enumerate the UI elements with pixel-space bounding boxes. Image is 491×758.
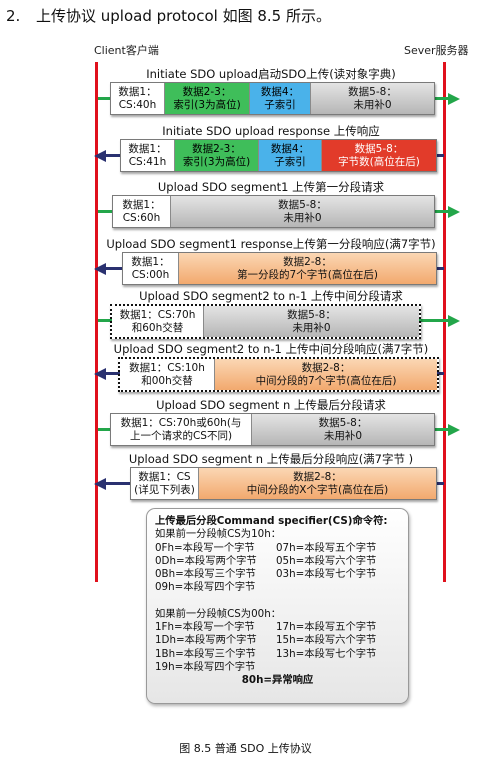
client-label: Client客户端 [94,44,159,57]
frame-field: 数据4： 子索引 [259,140,322,171]
message-title: Upload SDO segment n 上传最后分段请求 [156,398,386,412]
note-entry: 09h=本段写四个字节 [155,581,256,594]
note-entry: 1Dh=本段写两个字节 [155,634,257,647]
note-row: 19h=本段写四个字节 [155,661,400,674]
note-entry: 1Bh=本段写三个字节 [155,647,256,660]
arrowhead-left-icon [94,477,106,490]
arrowhead-right-icon [448,423,460,436]
frame-box: 数据1：CS (详见下列表)数据2-8： 中间分段的X个字节(高位在后) [130,467,437,500]
section-heading: 2. 上传协议 upload protocol 如图 8.5 所示。 [6,5,331,26]
arrowhead-left-icon [94,262,106,275]
note-entry: 13h=本段写七个字节 [276,647,377,660]
frame-field: 数据2-8： 中间分段的7个字节(高位在后) [215,359,437,390]
note-entry: 0Fh=本段写一个字节 [155,541,255,554]
frame-field: 数据1： CS:41h [121,140,175,171]
message-title: Initiate SDO upload启动SDO上传(读对象字典) [146,67,396,81]
frame-field: 数据1：CS:10h 和00h交替 [120,359,215,390]
server-label: Sever服务器 [404,44,469,57]
note-row: 0Bh=本段写三个字节 03h=本段写七个字节 [155,568,400,581]
note-row: 1Fh=本段写一个字节 17h=本段写五个字节 [155,621,400,634]
note-entry: 07h=本段写五个字节 [276,541,377,554]
frame-field: 数据2-3： 索引(3为高位) [175,140,259,171]
note-entry: 0Dh=本段写两个字节 [155,554,257,567]
note-row: 09h=本段写四个字节 [155,581,400,594]
frame-field: 数据5-8： 未用补0 [204,306,419,337]
frame-field: 数据1： CS:40h [111,83,165,114]
message-title: Initiate SDO upload response 上传响应 [162,124,380,138]
note-row: 0Fh=本段写一个字节 07h=本段写五个字节 [155,542,400,555]
note-entry: 17h=本段写五个字节 [276,621,377,634]
message-title: Upload SDO segment1 response上传第一分段响应(满7字… [106,237,436,251]
server-lifeline [443,62,446,582]
note-group1-header: 如果前一分段帧CS为10h： [155,528,282,541]
note-entry: 05h=本段写六个字节 [276,554,377,567]
frame-field: 数据5-8： 未用补0 [311,83,434,114]
message-title: Upload SDO segment n 上传最后分段响应(满7字节 ) [128,452,414,466]
arrowhead-right-icon [448,314,460,327]
note-group2-header: 如果前一分段帧CS为00h： [155,607,282,620]
section-number: 2. [6,7,21,25]
frame-field: 数据4： 子索引 [250,83,311,114]
frame-field: 数据5-8： 字节数(高位在后) [322,140,436,171]
frame-box: 数据1：CS:70h 和60h交替数据5-8： 未用补0 [110,304,421,339]
arrowhead-right-icon [448,92,460,105]
note-entry: 15h=本段写六个字节 [276,634,377,647]
note-group1: 0Fh=本段写一个字节 07h=本段写五个字节 0Dh=本段写两个字节 05h=本段写… [155,542,400,595]
client-lifeline [95,62,98,582]
note-row: 0Dh=本段写两个字节 05h=本段写六个字节 [155,555,400,568]
arrowhead-left-icon [94,149,106,162]
section-text: 上传协议 upload protocol 如图 8.5 所示。 [36,7,331,25]
frame-field: 数据2-3： 索引(3为高位) [165,83,250,114]
message-title: Upload SDO segment2 to n-1 上传中间分段响应(满7字节… [113,342,429,356]
note-entry: 19h=本段写四个字节 [155,660,256,673]
frame-field: 数据2-8： 第一分段的7个字节(高位在后) [179,253,436,284]
note-row: 1Dh=本段写两个字节 15h=本段写六个字节 [155,634,400,647]
frame-field: 数据1：CS:70h或60h(与 上一个请求的CS不同) [111,414,252,445]
note-entry: 03h=本段写七个字节 [276,568,377,581]
arrowhead-left-icon [94,367,106,380]
message-title: Upload SDO segment1 上传第一分段请求 [157,180,385,194]
frame-field: 数据2-8： 中间分段的X个字节(高位在后) [199,468,436,499]
figure-caption: 图 8.5 普通 SDO 上传协议 [179,742,312,755]
note-entry: 0Bh=本段写三个字节 [155,568,256,581]
frame-box: 数据1：CS:70h或60h(与 上一个请求的CS不同)数据5-8： 未用补0 [110,413,435,446]
frame-field: 数据1： CS:00h [123,253,179,284]
note-title: 上传最后分段Command specifier(CS)命令符: [155,515,388,527]
arrowhead-right-icon [448,205,460,218]
frame-field: 数据1：CS:70h 和60h交替 [112,306,204,337]
note-footer: 80h=异常响应 [241,674,314,687]
note-entry: 1Fh=本段写一个字节 [155,621,255,634]
frame-field: 数据1： CS:60h [113,196,171,227]
frame-field: 数据5-8： 未用补0 [171,196,434,227]
note-row: 1Bh=本段写三个字节 13h=本段写七个字节 [155,648,400,661]
note-group2: 1Fh=本段写一个字节 17h=本段写五个字节 1Dh=本段写两个字节 15h=本段写… [155,621,400,674]
frame-field: 数据5-8： 未用补0 [252,414,434,445]
frame-field: 数据1：CS (详见下列表) [131,468,199,499]
frame-box: 数据1：CS:10h 和00h交替数据2-8： 中间分段的7个字节(高位在后) [118,357,439,392]
cs-note-panel: 上传最后分段Command specifier(CS)命令符: 如果前一分段帧C… [146,508,409,704]
message-title: Upload SDO segment2 to n-1 上传中间分段请求 [139,289,403,303]
